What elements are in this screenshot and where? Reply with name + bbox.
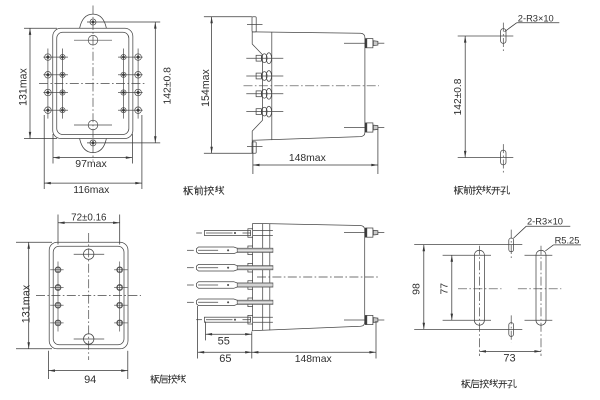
svg-text:142±0.8: 142±0.8	[162, 67, 173, 105]
svg-text:154max: 154max	[200, 68, 212, 106]
svg-text:73: 73	[503, 353, 515, 365]
svg-text:72±0.16: 72±0.16	[71, 212, 107, 223]
svg-text:55: 55	[218, 335, 230, 347]
svg-text:148max: 148max	[295, 354, 333, 365]
svg-text:R5.25: R5.25	[555, 235, 580, 245]
svg-text:131max: 131max	[20, 284, 32, 323]
svg-text:2-R3×10: 2-R3×10	[518, 14, 554, 24]
svg-text:77: 77	[438, 283, 450, 295]
svg-text:2-R3×10: 2-R3×10	[527, 216, 563, 226]
svg-text:65: 65	[219, 353, 231, 365]
svg-text:148max: 148max	[289, 153, 327, 164]
svg-text:116max: 116max	[73, 185, 110, 196]
svg-text:142±0.8: 142±0.8	[453, 78, 464, 115]
svg-text:94: 94	[84, 374, 96, 386]
svg-text:97max: 97max	[75, 158, 107, 170]
svg-text:131max: 131max	[18, 67, 30, 105]
svg-text:98: 98	[410, 283, 422, 295]
